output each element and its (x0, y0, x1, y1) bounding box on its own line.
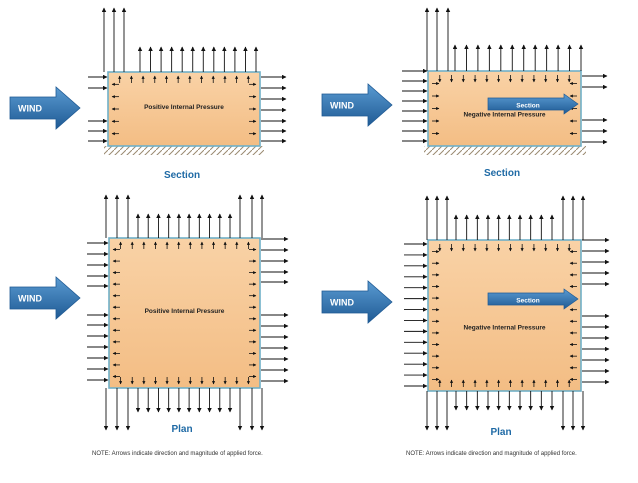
section-arrow-label: Section (516, 298, 540, 305)
ground-hatch (104, 146, 264, 155)
pressure-label: Negative Internal Pressure (463, 112, 545, 119)
wind-label: WIND (330, 101, 354, 111)
pressure-label: Positive Internal Pressure (144, 104, 224, 111)
section-arrow-label: Section (516, 103, 540, 110)
wind-arrow-icon (321, 280, 393, 324)
building-outline (427, 239, 582, 392)
caption-section-positive: Section (163, 170, 201, 181)
building-outline (108, 237, 261, 389)
building-outline (107, 71, 261, 147)
wind-arrow-icon (9, 86, 81, 130)
section-arrow-icon (487, 288, 579, 310)
note-left: NOTE: Arrows indicate direction and magn… (92, 451, 263, 457)
wind-label: WIND (18, 294, 42, 304)
pressure-label: Negative Internal Pressure (463, 325, 545, 332)
wind-label: WIND (18, 104, 42, 114)
note-right: NOTE: Arrows indicate direction and magn… (406, 451, 577, 457)
caption-plan-positive: Plan (171, 424, 193, 435)
pressure-label: Positive Internal Pressure (145, 308, 225, 315)
caption-plan-negative: Plan (490, 427, 512, 438)
caption-section-negative: Section (483, 168, 521, 179)
wind-arrow-icon (9, 276, 81, 320)
section-arrow-icon (487, 93, 579, 115)
wind-arrow-icon (321, 83, 393, 127)
ground-hatch (424, 146, 586, 155)
wind-label: WIND (330, 298, 354, 308)
